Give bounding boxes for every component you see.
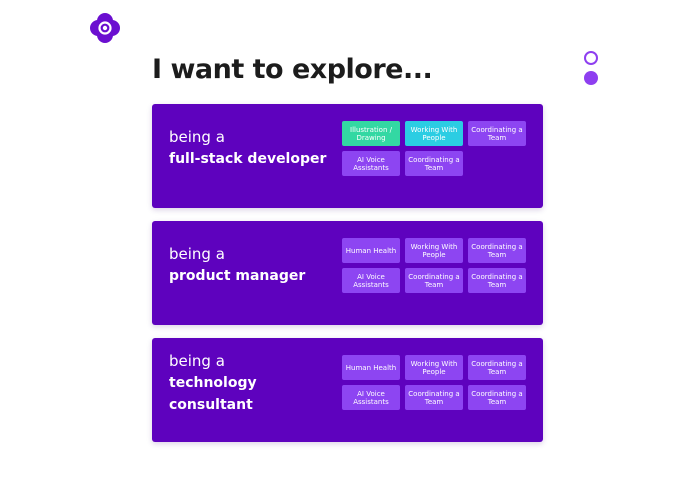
card-role: product manager: [169, 265, 305, 287]
pagination-dot-2[interactable]: [584, 71, 598, 85]
interest-tag[interactable]: Coordinating a Team: [468, 268, 526, 293]
interest-tag[interactable]: Working With People: [405, 238, 463, 263]
role-card-full-stack-developer[interactable]: being a full-stack developer Illustratio…: [152, 104, 543, 208]
interest-tag[interactable]: Coordinating a Team: [405, 268, 463, 293]
tag-grid: Human Health Working With People Coordin…: [342, 238, 532, 293]
interest-tag[interactable]: AI Voice Assistants: [342, 385, 400, 410]
card-lead: being a: [169, 245, 225, 263]
card-role-line: full-stack developer: [169, 151, 327, 167]
card-role-line: product manager: [169, 268, 306, 284]
interest-tag[interactable]: Coordinating a Team: [405, 151, 463, 176]
card-lead: being a: [169, 128, 225, 146]
card-role: technology consultant: [169, 372, 257, 416]
interest-tag[interactable]: Working With People: [405, 355, 463, 380]
card-lead: being a: [169, 352, 225, 370]
interest-tag[interactable]: Coordinating a Team: [468, 121, 526, 146]
interest-tag[interactable]: Coordinating a Team: [468, 238, 526, 263]
interest-tag[interactable]: Illustration / Drawing: [342, 121, 400, 146]
interest-tag[interactable]: Human Health: [342, 238, 400, 263]
card-text: being a product manager: [169, 243, 305, 287]
card-text: being a full-stack developer: [169, 126, 326, 170]
interest-tag[interactable]: Working With People: [405, 121, 463, 146]
card-role-line: technology: [169, 375, 257, 391]
tag-grid: Human Health Working With People Coordin…: [342, 355, 532, 410]
tag-grid: Illustration / Drawing Working With Peop…: [342, 121, 532, 176]
card-role-line: consultant: [169, 397, 253, 413]
interest-tag[interactable]: Human Health: [342, 355, 400, 380]
card-role: full-stack developer: [169, 148, 326, 170]
pagination-dot-1[interactable]: [584, 51, 598, 65]
interest-tag[interactable]: Coordinating a Team: [405, 385, 463, 410]
interest-tag[interactable]: Coordinating a Team: [468, 355, 526, 380]
interest-tag[interactable]: AI Voice Assistants: [342, 151, 400, 176]
card-text: being a technology consultant: [169, 350, 257, 416]
interest-tag[interactable]: AI Voice Assistants: [342, 268, 400, 293]
role-card-technology-consultant[interactable]: being a technology consultant Human Heal…: [152, 338, 543, 442]
pagination-dots: [584, 51, 598, 91]
clover-logo-icon[interactable]: [89, 12, 121, 44]
role-card-product-manager[interactable]: being a product manager Human Health Wor…: [152, 221, 543, 325]
interest-tag[interactable]: Coordinating a Team: [468, 385, 526, 410]
page-title: I want to explore...: [152, 54, 433, 85]
